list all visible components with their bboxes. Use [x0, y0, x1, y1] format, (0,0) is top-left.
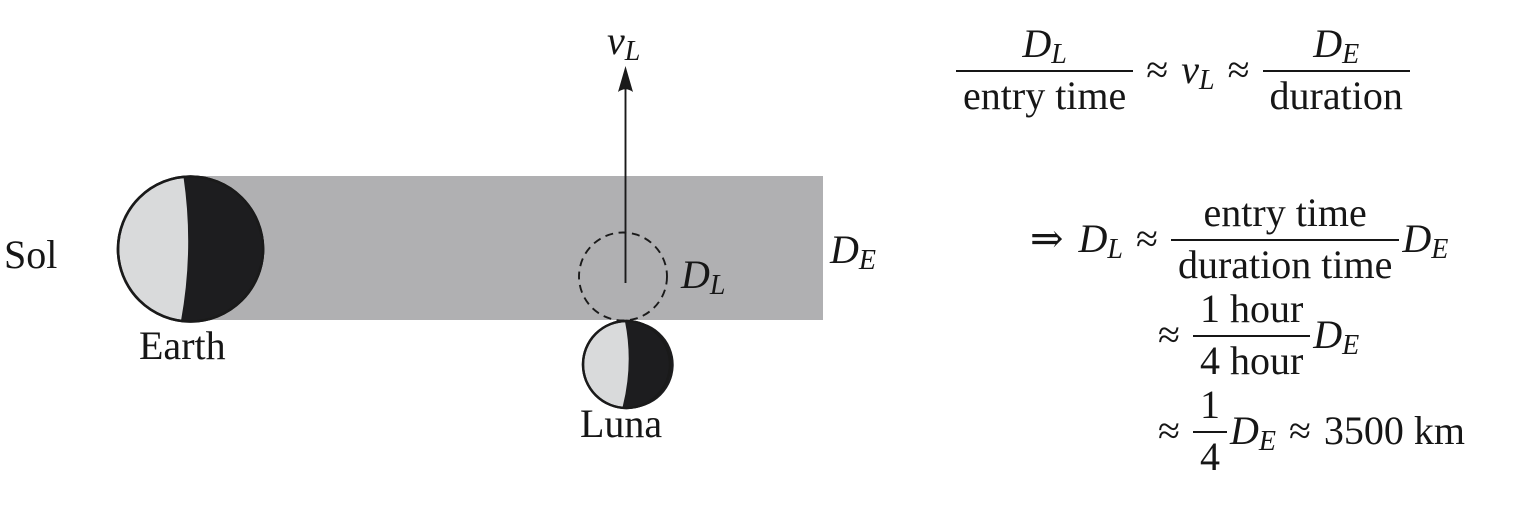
de-term: DE — [1402, 216, 1449, 266]
fraction-bar — [1262, 69, 1410, 73]
dl-subscript: L — [1107, 234, 1123, 266]
v-subscript: L — [1199, 65, 1215, 97]
fraction-numerator: 1 — [1199, 382, 1220, 427]
luna-diameter-subscript: L — [709, 270, 726, 302]
fraction-bar — [1192, 430, 1227, 434]
dl-symbol: D — [1078, 216, 1108, 262]
fraction-one-quarter: 1 4 — [1192, 382, 1227, 480]
fraction-denominator: duration — [1269, 73, 1403, 119]
luna-globe-outline — [581, 319, 672, 410]
fraction-denominator: 4 hour — [1199, 338, 1304, 384]
de-symbol: D — [1313, 312, 1343, 358]
label-luna-velocity: vL — [607, 18, 640, 66]
velocity-term: vL — [1181, 47, 1215, 97]
dl-term: DL — [1078, 216, 1123, 266]
earth-shadow-band — [186, 176, 823, 320]
de-term: DE — [1313, 312, 1360, 362]
de-term: DE — [1229, 408, 1276, 458]
fraction-numerator: 1 hour — [1199, 286, 1304, 331]
approx-sign: ≈ — [1135, 216, 1158, 262]
v-symbol: v — [1181, 47, 1199, 93]
approx-sign: ≈ — [1158, 312, 1180, 358]
velocity-subscript: L — [624, 36, 641, 68]
equation-dl-ratio: ⇒ DL ≈ entry time duration time DE — [1030, 190, 1449, 288]
de-subscript: E — [1431, 234, 1449, 266]
earth-globe-outline — [116, 175, 265, 323]
fraction-numerator: DE — [1306, 21, 1366, 71]
luna-diameter-symbol: D — [681, 252, 710, 297]
fraction-dl-entry-time: DL entry time — [956, 21, 1134, 119]
fraction-numerator: entry time — [1203, 190, 1367, 235]
velocity-arrow-head — [618, 66, 633, 92]
equation-speed-relation: DL entry time ≈ vL ≈ DE duration — [956, 21, 1410, 119]
approx-sign: ≈ — [1227, 47, 1250, 93]
approx-sign: ≈ — [1288, 408, 1311, 454]
de-subscript: E — [1258, 426, 1276, 458]
fraction-denominator: entry time — [963, 73, 1127, 119]
fraction-denominator: duration time — [1177, 242, 1393, 288]
dl-symbol: D — [1022, 21, 1052, 66]
fraction-de-duration: DE duration — [1262, 21, 1410, 119]
label-earth-diameter: DE — [830, 227, 876, 275]
result-value: 3500 km — [1323, 408, 1466, 454]
de-subscript: E — [1342, 330, 1360, 362]
approx-sign: ≈ — [1146, 47, 1169, 93]
fraction-bar — [956, 69, 1134, 73]
dl-subscript: L — [1051, 39, 1067, 71]
earth-diameter-subscript: E — [858, 245, 876, 277]
de-symbol: D — [1313, 21, 1343, 66]
fraction-bar — [1192, 334, 1311, 338]
label-sol: Sol — [4, 232, 58, 277]
label-luna: Luna — [580, 401, 663, 446]
label-earth: Earth — [139, 323, 226, 368]
approx-sign: ≈ — [1158, 408, 1180, 454]
implies-arrow: ⇒ — [1030, 216, 1064, 262]
earth-diameter-symbol: D — [830, 227, 859, 272]
earth-globe-dark-side — [181, 176, 265, 322]
fraction-denominator: 4 — [1199, 434, 1220, 480]
de-subscript: E — [1342, 39, 1360, 71]
de-symbol: D — [1402, 216, 1432, 262]
fraction-bar — [1170, 238, 1400, 242]
eclipse-diagram — [116, 66, 823, 410]
fraction-entry-over-duration: entry time duration time — [1170, 190, 1400, 288]
velocity-symbol: v — [607, 18, 625, 63]
label-luna-diameter: DL — [681, 252, 725, 300]
luna-globe-dark-side — [622, 321, 674, 409]
fraction-one-hour-over-four-hour: 1 hour 4 hour — [1192, 286, 1311, 384]
equation-hours-ratio: ≈ 1 hour 4 hour DE — [1145, 286, 1360, 384]
equation-result: ≈ 1 4 DE ≈ 3500 km — [1145, 382, 1466, 480]
de-symbol: D — [1229, 408, 1259, 454]
fraction-numerator: DL — [1015, 21, 1073, 71]
